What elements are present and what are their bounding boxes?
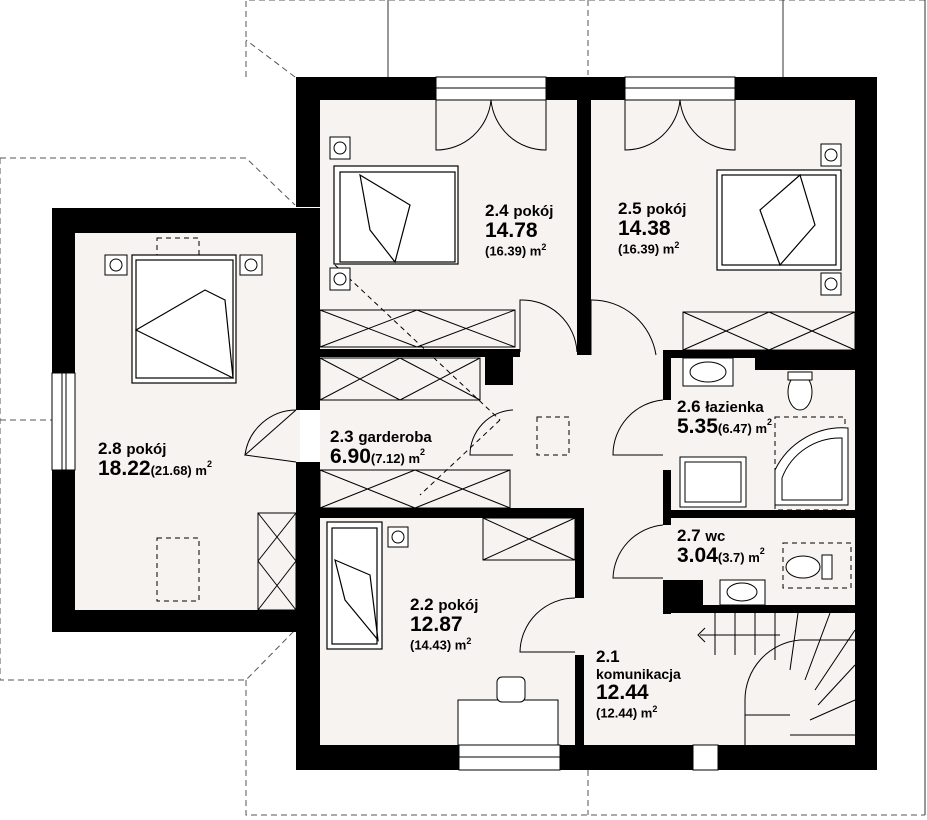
bathroom-fixtures [679,357,849,606]
walls [52,77,877,770]
nightstands [104,136,842,548]
beds [131,165,842,650]
windows [51,76,736,771]
stairs [697,612,856,745]
roof-lines [387,0,926,815]
wardrobes [257,309,856,611]
dashed-markings [156,237,852,602]
doors [243,99,736,653]
desk [457,676,559,746]
